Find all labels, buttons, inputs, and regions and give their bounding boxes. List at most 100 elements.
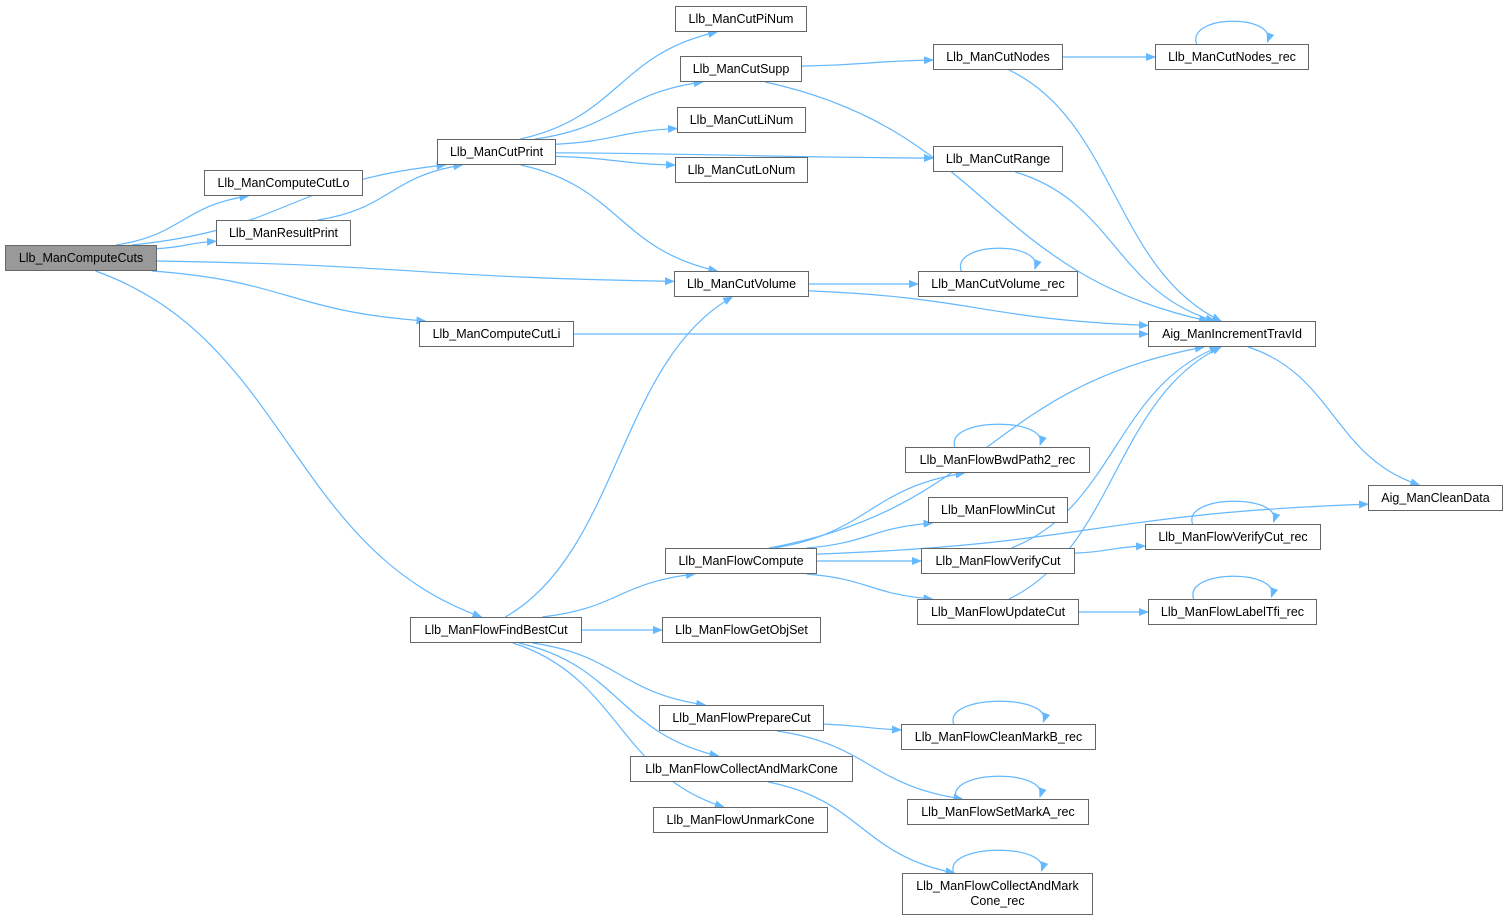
edge-clean-mark-b-to-clean-mark-b xyxy=(952,700,1051,725)
node-label: Llb_ManFlowVerifyCut_rec xyxy=(1158,529,1308,544)
node-label: Llb_ManCutLiNum xyxy=(689,112,794,127)
edge-flow-compute-to-min-cut xyxy=(806,519,934,549)
node-label: Llb_ManCutVolume_rec xyxy=(931,276,1065,291)
edge-compute-cuts-to-result-print xyxy=(156,237,217,250)
edge-cut-range-to-trav-id xyxy=(1015,171,1216,323)
node-label: Llb_ManCutVolume xyxy=(686,276,797,291)
node-clean-data[interactable]: Aig_ManCleanData xyxy=(1368,485,1503,511)
edge-label-tfi-to-label-tfi xyxy=(1192,575,1279,600)
edge-cut-print-to-cut-volume xyxy=(520,164,719,274)
node-label: Llb_ManCutPiNum xyxy=(688,11,794,26)
edge-compute-cuts-to-cut-volume xyxy=(156,260,675,286)
node-cut-lo-num[interactable]: Llb_ManCutLoNum xyxy=(675,157,808,183)
edge-compute-cuts-to-compute-cut-li xyxy=(152,270,427,325)
node-cut-pi-num[interactable]: Llb_ManCutPiNum xyxy=(675,6,807,32)
node-label: Llb_ManFlowBwdPath2_rec xyxy=(919,452,1076,467)
edge-compute-cuts-to-cut-print xyxy=(131,161,447,246)
node-bwd-path2[interactable]: Llb_ManFlowBwdPath2_rec xyxy=(905,447,1090,473)
node-cut-range[interactable]: Llb_ManCutRange xyxy=(933,146,1063,172)
node-label: Llb_ManResultPrint xyxy=(228,225,339,240)
node-clean-mark-b[interactable]: Llb_ManFlowCleanMarkB_rec xyxy=(901,724,1096,750)
edge-find-best-cut-to-collect-cone xyxy=(518,642,720,758)
node-collect-cone[interactable]: Llb_ManFlowCollectAndMarkCone xyxy=(630,756,853,782)
edge-cut-supp-to-cut-nodes xyxy=(801,56,934,67)
node-result-print[interactable]: Llb_ManResultPrint xyxy=(216,220,351,246)
node-cut-nodes-rec[interactable]: Llb_ManCutNodes_rec xyxy=(1155,44,1309,70)
node-trav-id[interactable]: Aig_ManIncrementTravId xyxy=(1148,321,1316,347)
node-cut-print[interactable]: Llb_ManCutPrint xyxy=(437,139,556,165)
node-label: Llb_ManFlowUpdateCut xyxy=(930,604,1066,619)
edge-cut-volume-rec-to-cut-volume-rec xyxy=(960,247,1042,272)
edge-compute-cuts-to-compute-cut-lo xyxy=(116,193,250,246)
node-label: Llb_ManFlowCollectAndMarkCone xyxy=(645,761,838,776)
edge-verify-cut-to-trav-id xyxy=(1011,346,1220,549)
node-update-cut[interactable]: Llb_ManFlowUpdateCut xyxy=(917,599,1079,625)
node-cut-volume-rec[interactable]: Llb_ManCutVolume_rec xyxy=(918,271,1078,297)
node-label: Llb_ManFlowLabelTfi_rec xyxy=(1160,604,1305,619)
node-label: Llb_ManFlowPrepareCut xyxy=(672,710,811,725)
node-label-tfi[interactable]: Llb_ManFlowLabelTfi_rec xyxy=(1148,599,1317,625)
node-set-mark-a[interactable]: Llb_ManFlowSetMarkA_rec xyxy=(907,799,1089,825)
edge-cut-print-to-cut-range xyxy=(555,152,934,163)
edge-find-best-cut-to-unmark-cone xyxy=(512,642,725,809)
node-compute-cut-li[interactable]: Llb_ManComputeCutLi xyxy=(419,321,574,347)
node-unmark-cone[interactable]: Llb_ManFlowUnmarkCone xyxy=(653,807,828,833)
node-label: Llb_ManCutLoNum xyxy=(687,162,796,177)
node-label: Aig_ManIncrementTravId xyxy=(1162,326,1302,341)
edge-cut-print-to-cut-pi-num xyxy=(520,30,719,140)
edge-collect-cone-to-collect-cone-rec xyxy=(768,781,956,876)
edge-bwd-path2-to-bwd-path2 xyxy=(953,423,1047,448)
node-label: Llb_ManFlowFindBestCut xyxy=(424,622,568,637)
edge-cut-supp-to-trav-id xyxy=(764,81,1209,324)
node-verify-cut[interactable]: Llb_ManFlowVerifyCut xyxy=(921,548,1075,574)
edge-cut-volume-to-trav-id xyxy=(808,290,1149,330)
edge-cut-print-to-cut-lo-num xyxy=(555,155,676,169)
edge-flow-compute-to-clean-data xyxy=(816,500,1369,555)
node-prepare-cut[interactable]: Llb_ManFlowPrepareCut xyxy=(659,705,824,731)
edge-find-best-cut-to-prepare-cut xyxy=(532,642,707,708)
edge-trav-id-to-clean-data xyxy=(1247,346,1421,487)
edge-verify-cut-to-verify-cut-rec xyxy=(1074,542,1146,554)
node-label: Llb_ManCutNodes xyxy=(946,49,1050,64)
node-label: Llb_ManFlowCompute xyxy=(678,553,804,568)
node-min-cut[interactable]: Llb_ManFlowMinCut xyxy=(928,497,1068,523)
node-label: Llb_ManCutRange xyxy=(945,151,1051,166)
edge-cut-nodes-to-trav-id xyxy=(1008,69,1222,322)
node-label: Aig_ManCleanData xyxy=(1381,490,1490,505)
node-verify-cut-rec[interactable]: Llb_ManFlowVerifyCut_rec xyxy=(1145,524,1321,550)
node-cut-volume[interactable]: Llb_ManCutVolume xyxy=(674,271,809,297)
node-label: Llb_ManCutPrint xyxy=(449,144,544,159)
edge-flow-compute-to-update-cut xyxy=(806,573,934,603)
edge-set-mark-a-to-set-mark-a xyxy=(955,775,1047,800)
node-label: Llb_ManComputeCutLi xyxy=(432,326,561,341)
node-label: Llb_ManFlowMinCut xyxy=(941,502,1055,517)
node-find-best-cut[interactable]: Llb_ManFlowFindBestCut xyxy=(410,617,582,643)
node-label: Llb_ManFlowCollectAndMark Cone_rec xyxy=(916,879,1079,908)
edge-verify-cut-rec-to-verify-cut-rec xyxy=(1191,500,1281,525)
node-cut-nodes[interactable]: Llb_ManCutNodes xyxy=(933,44,1063,70)
node-cut-li-num[interactable]: Llb_ManCutLiNum xyxy=(677,107,806,133)
edge-cut-print-to-cut-li-num xyxy=(555,124,678,145)
node-label: Llb_ManFlowVerifyCut xyxy=(935,553,1061,568)
edge-result-print-to-cut-print xyxy=(317,162,464,221)
node-label: Llb_ManFlowCleanMarkB_rec xyxy=(914,729,1083,744)
edge-find-best-cut-to-flow-compute xyxy=(542,571,696,618)
node-flow-compute[interactable]: Llb_ManFlowCompute xyxy=(665,548,817,574)
edge-cut-print-to-cut-supp xyxy=(534,79,704,140)
edge-collect-cone-rec-to-collect-cone-rec xyxy=(952,849,1049,874)
edge-prepare-cut-to-clean-mark-b xyxy=(823,723,902,734)
node-label: Llb_ManCutSupp xyxy=(692,61,790,76)
edge-compute-cuts-to-find-best-cut xyxy=(95,270,483,618)
node-get-obj-set[interactable]: Llb_ManFlowGetObjSet xyxy=(662,617,821,643)
node-collect-cone-rec[interactable]: Llb_ManFlowCollectAndMark Cone_rec xyxy=(902,873,1093,915)
edge-cut-nodes-rec-to-cut-nodes-rec xyxy=(1195,20,1275,45)
edge-flow-compute-to-bwd-path2 xyxy=(773,470,966,549)
node-label: Llb_ManComputeCutLo xyxy=(217,175,350,190)
node-compute-cuts[interactable]: Llb_ManComputeCuts xyxy=(5,245,157,271)
node-label: Llb_ManFlowSetMarkA_rec xyxy=(921,804,1075,819)
node-label: Llb_ManComputeCuts xyxy=(18,250,144,265)
node-label: Llb_ManFlowUnmarkCone xyxy=(666,812,815,827)
node-cut-supp[interactable]: Llb_ManCutSupp xyxy=(680,56,802,82)
node-compute-cut-lo[interactable]: Llb_ManComputeCutLo xyxy=(204,170,363,196)
